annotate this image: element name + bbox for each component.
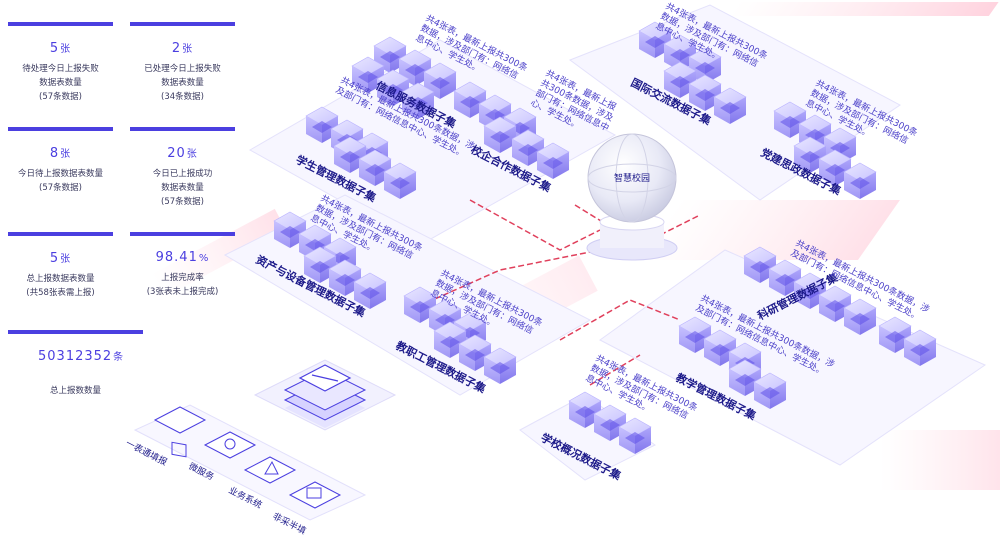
stat-label: 今日已上报成功数据表数量(57条数据) <box>152 169 213 207</box>
stat-label: 总上报数据表数量(共58张表需上报) <box>26 274 95 298</box>
hub-label: 智慧校园 <box>614 172 650 184</box>
stat-label: 已处理今日上报失败数据表数量(34条数据) <box>144 64 221 102</box>
stat-bar <box>130 127 235 131</box>
stat-value: 5张 <box>49 251 72 266</box>
stat-value: 2张 <box>171 41 194 56</box>
source-tile-4[interactable] <box>288 481 342 509</box>
stat-total-records: 50312352条 总上报数数量 <box>8 330 143 398</box>
stat-value: 5张 <box>49 41 72 56</box>
stat-bar <box>130 232 235 236</box>
stat-label: 今日待上报数据表数量(57条数据) <box>17 169 103 193</box>
stat-today-success: 20张 今日已上报成功数据表数量(57条数据) <box>130 127 235 209</box>
triangle-icon <box>264 460 279 475</box>
stat-value: 98.41% <box>155 250 210 265</box>
stat-value: 50312352条 <box>38 349 125 364</box>
form-icon <box>171 441 187 458</box>
source-tile-1[interactable] <box>153 406 207 458</box>
stat-bar <box>130 22 235 26</box>
stat-label: 上报完成率(3张表未上报完成) <box>146 273 219 297</box>
hub-globe: 智慧校园 <box>586 133 678 261</box>
stat-value: 8张 <box>49 146 72 161</box>
stat-pending-failed: 5张 待处理今日上报失败数据表数量(57条数据) <box>8 22 113 104</box>
stat-bar <box>8 232 113 236</box>
decorative-stripes <box>151 2 1000 490</box>
stat-value: 20张 <box>167 146 198 161</box>
source-stack <box>253 359 397 431</box>
stat-handled-failed: 2张 已处理今日上报失败数据表数量(34条数据) <box>130 22 235 104</box>
gear-icon <box>224 438 236 450</box>
stat-bar <box>8 127 113 131</box>
window-icon <box>306 487 322 499</box>
stat-today-pending: 8张 今日待上报数据表数量(57条数据) <box>8 127 113 195</box>
stat-bar <box>8 22 113 26</box>
stat-total-tables: 5张 总上报数据表数量(共58张表需上报) <box>8 232 113 300</box>
stat-bar <box>8 330 143 334</box>
source-tiles: 一表通填报 微服务 业务系统 非采半填 <box>124 404 367 537</box>
stat-label: 总上报数数量 <box>49 386 101 396</box>
stat-completion-rate: 98.41% 上报完成率(3张表未上报完成) <box>130 232 235 299</box>
source-tile-3[interactable] <box>243 456 297 484</box>
stat-label: 待处理今日上报失败数据表数量(57条数据) <box>22 64 99 102</box>
source-tile-2[interactable] <box>203 431 257 459</box>
